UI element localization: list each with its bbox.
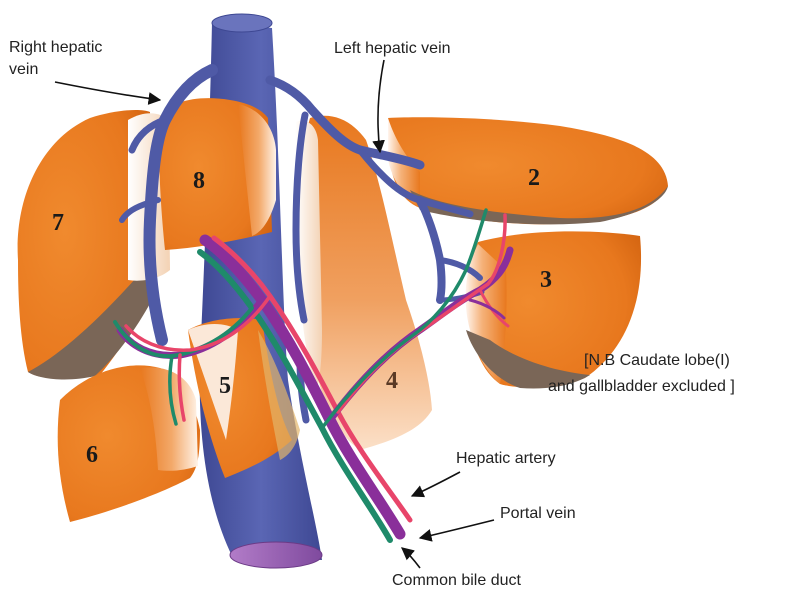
right-hepatic-vein-label-line2: vein xyxy=(9,61,38,78)
segment-7-number: 7 xyxy=(52,210,64,236)
hepatic-artery-leader xyxy=(412,472,460,496)
left-hepatic-vein-label: Left hepatic vein xyxy=(334,40,451,57)
segment-6-number: 6 xyxy=(86,442,98,468)
right-hepatic-vein-leader xyxy=(55,82,160,100)
caudate-note-line1: [N.B Caudate lobe(I) xyxy=(584,352,730,369)
segment-5-number: 5 xyxy=(219,373,231,399)
segment-8-number: 8 xyxy=(193,168,205,194)
segment-8 xyxy=(159,98,276,250)
segment-4-number: 4 xyxy=(386,368,398,394)
left-hepatic-vein-leader xyxy=(378,60,384,152)
common-bile-duct-leader xyxy=(402,548,420,568)
portal-vein-label: Portal vein xyxy=(500,505,576,522)
common-bile-duct-label: Common bile duct xyxy=(392,572,522,589)
right-hepatic-vein-label-line1: Right hepatic xyxy=(9,39,102,56)
hepatic-artery-label: Hepatic artery xyxy=(456,450,556,467)
segment-2-number: 2 xyxy=(528,165,540,191)
caudate-note-line2: and gallbladder excluded ] xyxy=(548,378,735,395)
portal-vein-leader xyxy=(420,520,494,538)
segment-3-number: 3 xyxy=(540,267,552,293)
